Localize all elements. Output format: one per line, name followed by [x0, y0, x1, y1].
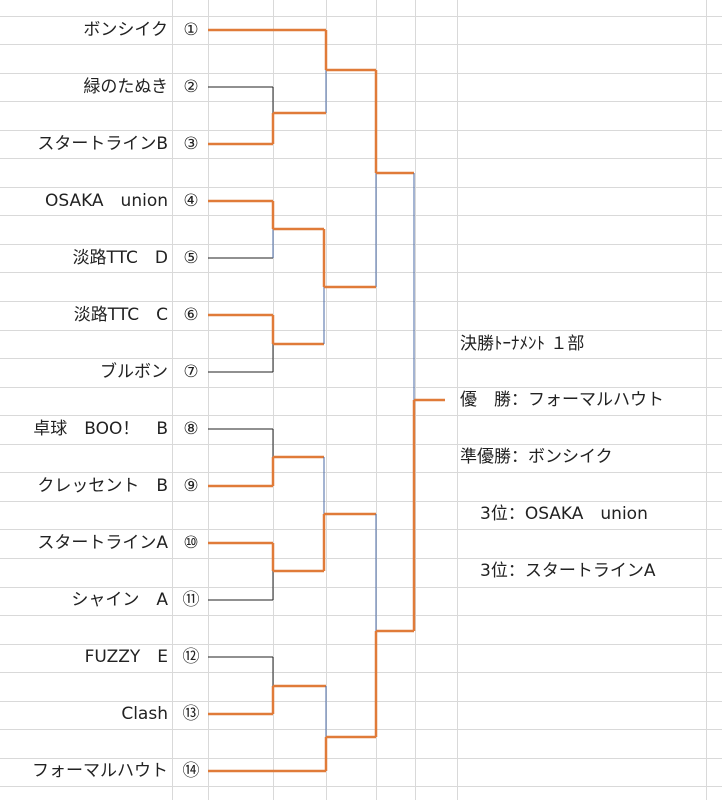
team-name: 卓球 BOO！ B	[33, 419, 168, 439]
seed-number: ③	[183, 134, 199, 154]
team-name: OSAKA union	[44, 191, 168, 211]
seed-number: ①	[183, 20, 199, 40]
team-name: 淡路TTC C	[73, 305, 168, 325]
third-place-1: 3位：OSAKA union	[480, 504, 648, 524]
team-name: シャイン A	[71, 590, 168, 610]
seed-number: ⑩	[183, 533, 199, 553]
seed-number: ⑦	[183, 362, 199, 382]
team-name: ボンシイク	[83, 20, 168, 40]
results-title: 決勝ﾄｰﾅﾒﾝﾄ １部	[460, 334, 585, 354]
seed-number: ②	[183, 77, 199, 97]
seed-number: ⑤	[183, 248, 199, 268]
team-name: スタートラインA	[37, 533, 168, 553]
runner-up-text: 準優勝：ボンシイク	[460, 447, 613, 467]
team-name: フォーマルハウト	[32, 761, 168, 781]
team-name: 緑のたぬき	[83, 77, 168, 97]
champion-text: 優 勝：フォーマルハウト	[460, 390, 664, 410]
team-name: 淡路TTC D	[72, 248, 168, 268]
third-place-2: 3位：スタートラインA	[480, 561, 656, 581]
seed-number: ④	[183, 191, 199, 211]
team-name: スタートラインB	[37, 134, 168, 154]
seed-number: ⑫	[182, 647, 200, 667]
seed-number: ⑨	[183, 476, 199, 496]
seed-number: ⑥	[183, 305, 199, 325]
team-name: ブルボン	[100, 362, 168, 382]
team-name: クレッセント B	[37, 476, 168, 496]
seed-number: ⑭	[182, 761, 200, 781]
seed-number: ⑪	[182, 590, 200, 610]
seed-number: ⑧	[183, 419, 199, 439]
team-name: Clash	[121, 704, 168, 724]
seed-number: ⑬	[182, 704, 200, 724]
team-name: FUZZY E	[84, 647, 168, 667]
